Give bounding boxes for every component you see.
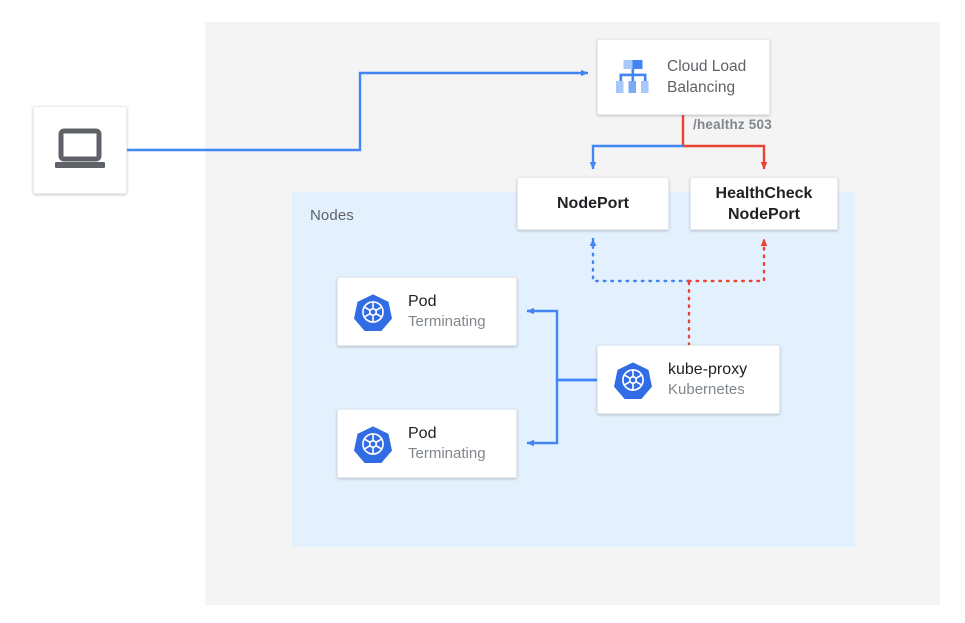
cloud-load-balancing-node[interactable]: Cloud Load Balancing xyxy=(597,39,770,115)
kubernetes-icon xyxy=(614,361,652,399)
pod-node-2-title: Pod xyxy=(408,424,437,442)
healthz-status-label: /healthz 503 xyxy=(693,117,772,132)
kubernetes-icon xyxy=(354,425,392,463)
kube-proxy-subtitle: Kubernetes xyxy=(668,380,745,398)
client-node[interactable] xyxy=(33,106,127,194)
pod-node-2[interactable]: Pod Terminating xyxy=(337,409,517,478)
kube-proxy-title: kube-proxy xyxy=(668,360,748,378)
pod-node-2-status: Terminating xyxy=(408,444,486,462)
pod-node-1-title: Pod xyxy=(408,292,437,310)
healthcheck-nodeport-label-line1: HealthCheck xyxy=(715,184,813,202)
cloud-load-balancing-label-line1: Cloud Load xyxy=(667,58,747,75)
kubernetes-icon xyxy=(354,293,392,331)
cloud-load-balancing-icon xyxy=(616,60,649,93)
pod-node-2-text: Pod Terminating xyxy=(408,424,486,464)
kube-proxy-text: kube-proxy Kubernetes xyxy=(668,360,747,400)
nodeport-label: NodePort xyxy=(557,195,629,212)
nodes-region-label: Nodes xyxy=(310,207,354,224)
cloud-load-balancing-label: Cloud Load Balancing xyxy=(667,56,746,98)
cloud-load-balancing-label-line2: Balancing xyxy=(667,79,736,96)
pod-node-1[interactable]: Pod Terminating xyxy=(337,277,517,346)
nodeport-node[interactable]: NodePort xyxy=(517,177,669,230)
healthcheck-nodeport-label-line2: NodePort xyxy=(727,205,800,223)
healthcheck-nodeport-label: HealthCheck NodePort xyxy=(716,183,813,225)
laptop-icon xyxy=(55,128,105,168)
healthcheck-nodeport-node[interactable]: HealthCheck NodePort xyxy=(690,177,838,230)
pod-node-1-text: Pod Terminating xyxy=(408,292,486,332)
pod-node-1-status: Terminating xyxy=(408,312,486,330)
kube-proxy-node[interactable]: kube-proxy Kubernetes xyxy=(597,345,780,414)
